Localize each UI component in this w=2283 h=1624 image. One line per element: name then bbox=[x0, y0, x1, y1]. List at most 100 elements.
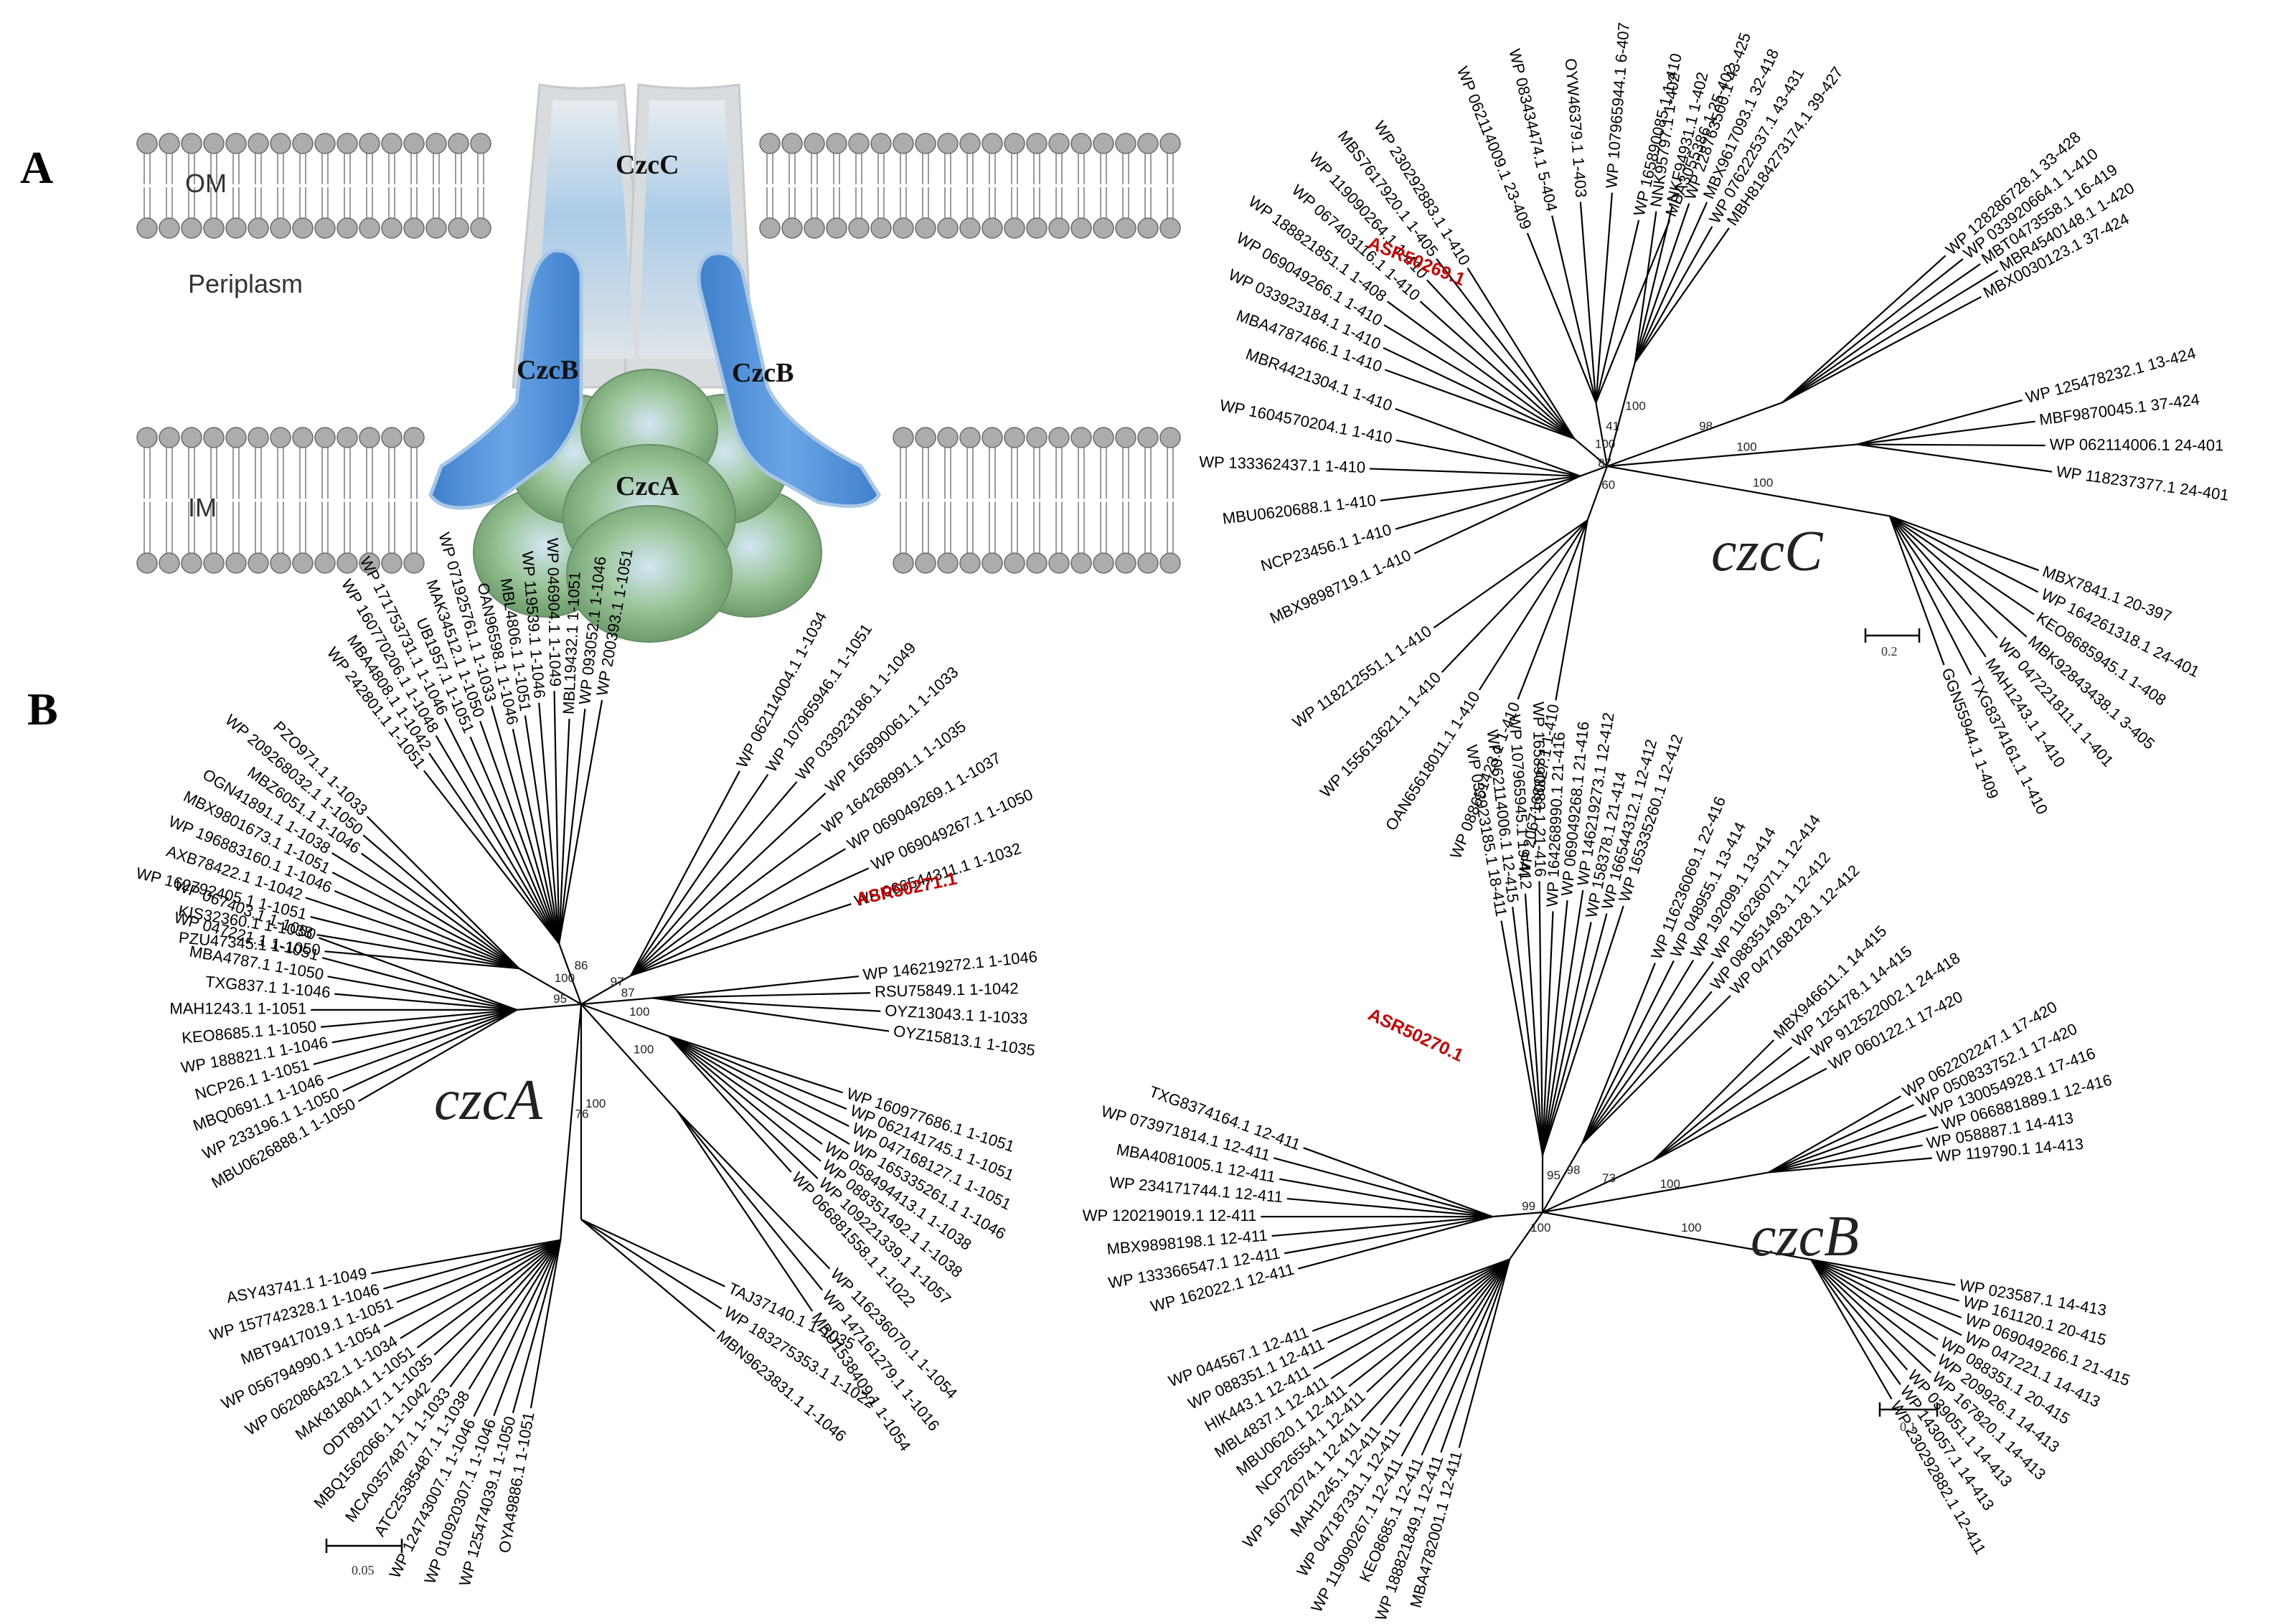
tree-branch bbox=[468, 1240, 562, 1390]
lipid-head bbox=[1159, 427, 1181, 448]
lipid-head bbox=[759, 217, 781, 239]
tree-branch bbox=[1440, 1259, 1511, 1453]
tree-branch bbox=[1857, 420, 2035, 445]
lipid-head bbox=[314, 133, 336, 154]
tree-branch bbox=[1781, 263, 1981, 403]
lipid-head bbox=[403, 133, 425, 154]
tree-branch bbox=[479, 720, 560, 944]
tree-branch bbox=[1889, 515, 2028, 638]
lipid-head bbox=[248, 217, 269, 239]
tree-branch bbox=[371, 1239, 561, 1275]
tree-branch bbox=[1436, 258, 1575, 440]
tree-branch bbox=[1284, 1216, 1493, 1255]
tree-branch bbox=[1555, 519, 1588, 701]
tree-branch bbox=[1606, 465, 1891, 517]
lipid-head bbox=[1070, 427, 1092, 448]
tree-branch bbox=[1286, 1197, 1493, 1218]
tree-branch bbox=[435, 735, 560, 944]
tree-branch bbox=[1810, 1259, 1962, 1336]
lipid-head bbox=[159, 552, 180, 574]
lipid-head bbox=[381, 427, 403, 448]
lipid-head bbox=[1070, 133, 1092, 154]
lipid-head bbox=[1159, 217, 1181, 239]
lipid-head bbox=[1093, 133, 1114, 154]
lipid-head bbox=[225, 133, 247, 154]
tree-branch bbox=[1541, 922, 1592, 1156]
tree-branch bbox=[1541, 913, 1608, 1156]
tree-branch bbox=[1467, 267, 1575, 440]
tree-branch bbox=[331, 872, 519, 969]
tree-branch bbox=[580, 975, 631, 1005]
tree-branch bbox=[1542, 1211, 1812, 1261]
tree-branch bbox=[1586, 466, 1609, 521]
panel-b-label: B bbox=[27, 684, 58, 735]
tree-branch bbox=[630, 832, 822, 976]
tree-branch bbox=[1426, 279, 1575, 440]
tree-branch bbox=[668, 1035, 792, 1173]
bootstrap-value: 100 bbox=[629, 1005, 649, 1019]
tree-branch bbox=[357, 1009, 517, 1103]
lipid-head bbox=[1159, 552, 1181, 574]
tree-branch bbox=[1810, 1259, 1932, 1374]
tree-branch bbox=[423, 770, 560, 945]
tree-branch bbox=[491, 705, 560, 944]
tree-branch bbox=[1634, 203, 1690, 363]
tree-branch bbox=[1312, 1258, 1510, 1332]
lipid-head bbox=[359, 133, 380, 154]
lipid-head bbox=[937, 217, 959, 239]
tree-branch bbox=[383, 1239, 561, 1290]
tree-branch bbox=[1888, 515, 1972, 676]
lipid-head bbox=[1048, 217, 1070, 239]
tree-branch bbox=[1810, 1259, 1939, 1341]
lipid-head bbox=[1004, 217, 1025, 239]
periplasm-label: Periplasm bbox=[188, 269, 303, 298]
tree-branch bbox=[558, 718, 570, 944]
leaf-label: WP 062114006.1 24-401 bbox=[2050, 435, 2224, 454]
tree-branch bbox=[1541, 900, 1568, 1156]
tree-branch bbox=[652, 997, 890, 1032]
lipid-head bbox=[1159, 133, 1181, 154]
bootstrap-value: 73 bbox=[1602, 1171, 1616, 1185]
bootstrap-value: 41 bbox=[1606, 420, 1619, 433]
tree-branch bbox=[1542, 1171, 1769, 1214]
scale-bar-czca: 0.05 bbox=[325, 1539, 403, 1577]
lipid-head bbox=[781, 133, 803, 154]
lipid-head bbox=[1026, 133, 1048, 154]
tree-branch bbox=[1395, 439, 1581, 477]
tree-branch bbox=[1634, 211, 1657, 363]
tree-branch bbox=[1419, 301, 1575, 440]
tree-branch bbox=[366, 816, 520, 969]
om-label: OM bbox=[185, 169, 227, 198]
tree-branch bbox=[1857, 443, 2053, 473]
lipid-head bbox=[136, 552, 158, 574]
tree-branch bbox=[1634, 226, 1713, 363]
bootstrap-value: 98 bbox=[1567, 1163, 1581, 1176]
tree-branch bbox=[469, 736, 560, 944]
lipid-head bbox=[1026, 552, 1048, 574]
lipid-head bbox=[1093, 427, 1114, 448]
lipid-head bbox=[1048, 552, 1070, 574]
tree-branch bbox=[433, 1239, 561, 1356]
tree-branch bbox=[1579, 202, 1597, 403]
lipid-head bbox=[1093, 552, 1114, 574]
tree-branch bbox=[1401, 1259, 1511, 1457]
bootstrap-value: 87 bbox=[1598, 456, 1611, 470]
tree-branch bbox=[1810, 1258, 1959, 1302]
lipid-head bbox=[270, 427, 291, 448]
czcb-left bbox=[428, 248, 583, 510]
lipid-head bbox=[181, 217, 202, 239]
tree-branch bbox=[430, 1240, 562, 1383]
tree-branch bbox=[1888, 516, 1945, 666]
lipid-head bbox=[181, 552, 202, 574]
bootstrap-value: 100 bbox=[1660, 1177, 1680, 1191]
czca-label: CzcA bbox=[616, 471, 679, 501]
tree-branch bbox=[1512, 907, 1544, 1156]
bootstrap-value: 100 bbox=[1625, 400, 1645, 413]
tree-branch bbox=[1889, 515, 1987, 658]
leaf-label: OYZ15813.1 1-1035 bbox=[893, 1021, 1037, 1059]
tree-branch bbox=[553, 691, 560, 944]
tree-branch bbox=[668, 1035, 850, 1145]
bootstrap-value: 95 bbox=[553, 992, 567, 1006]
tree-branch bbox=[443, 717, 560, 944]
